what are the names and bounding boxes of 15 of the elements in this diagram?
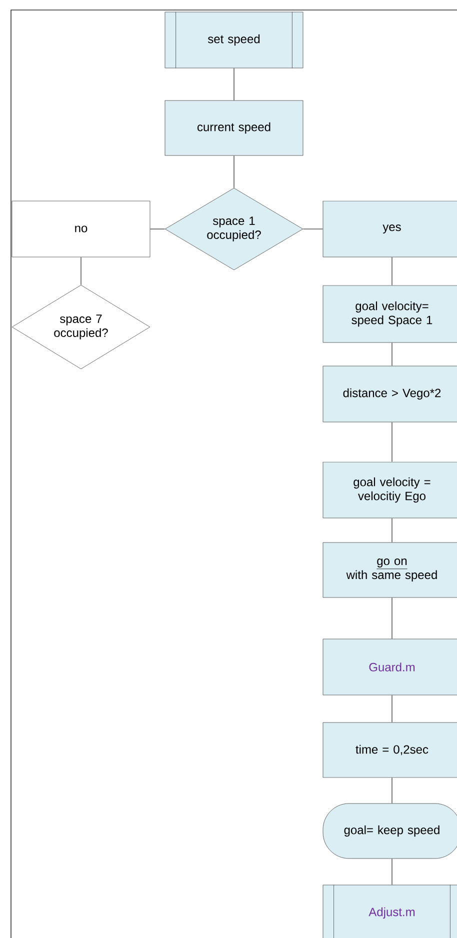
process-box: time = 0,2sec: [322, 722, 457, 778]
process-box: yes: [322, 200, 457, 258]
process-box: Guard.m: [322, 638, 457, 696]
terminal-box: goal= keep speed: [322, 803, 457, 859]
process-box: current speed: [164, 100, 304, 156]
connector-line: [150, 228, 166, 230]
process-box: goal velocity = velocitiy Ego: [322, 462, 457, 518]
subroutine-box: set speed: [164, 12, 304, 68]
subroutine-box: Adjust.m: [322, 884, 457, 938]
connector-line: [302, 228, 324, 230]
process-box: goal velocity= speed Space 1: [322, 285, 457, 343]
process-box: distance > Vego*2: [322, 366, 457, 422]
process-box: no: [12, 200, 150, 258]
connector-line: [80, 256, 82, 286]
process-box: go on with same speed: [322, 542, 457, 598]
